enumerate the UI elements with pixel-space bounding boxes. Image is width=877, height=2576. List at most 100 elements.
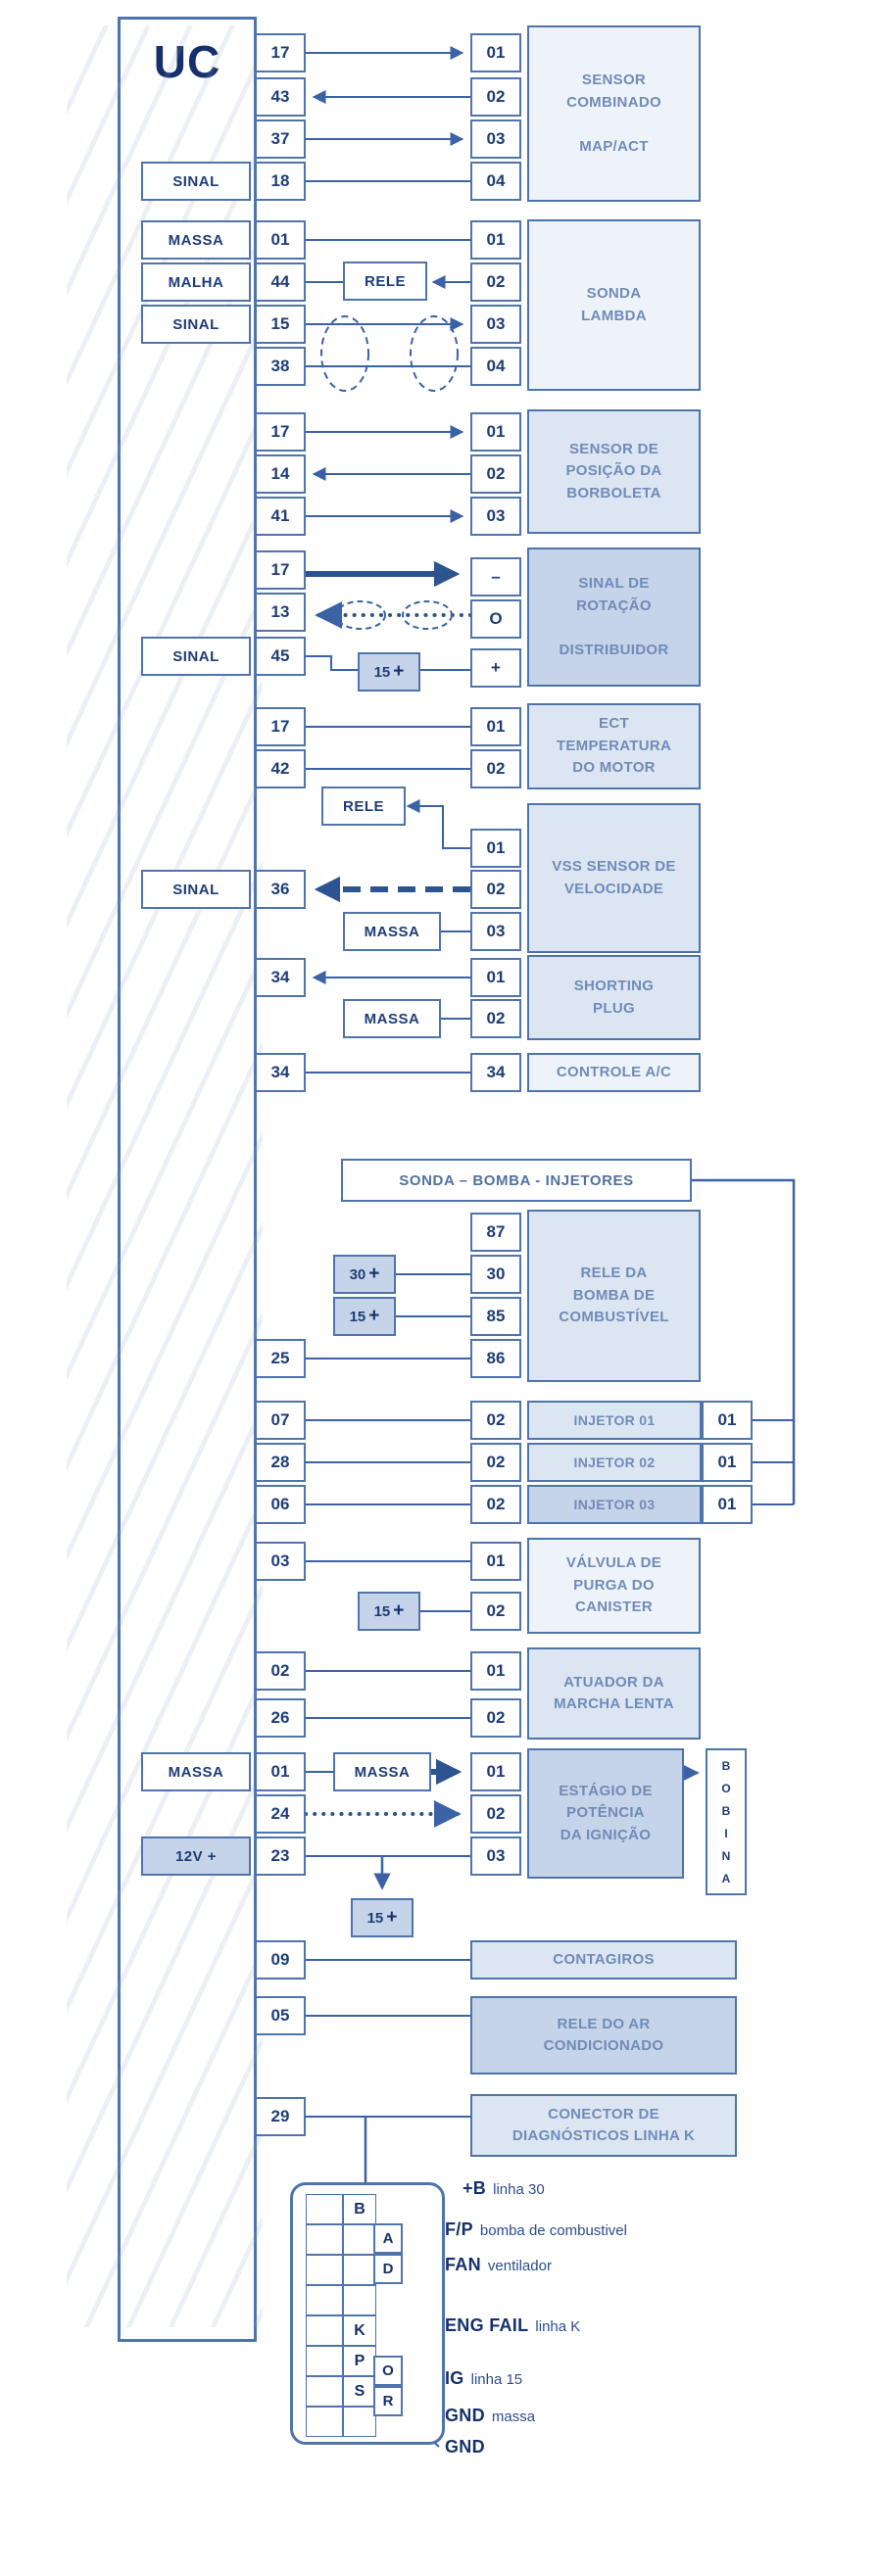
component-pin: 03: [470, 305, 521, 344]
uc-pin: 18: [255, 162, 306, 201]
component-pin: 01: [470, 33, 521, 72]
component-injetor-1: INJETOR 01: [527, 1401, 702, 1440]
component-pin: 02: [470, 454, 521, 494]
line15-box: 15+: [358, 652, 420, 692]
rele-box: RELE: [343, 262, 427, 301]
component-marcha-lenta: ATUADOR DA MARCHA LENTA: [527, 1647, 701, 1740]
connector-cell: [306, 2285, 343, 2315]
uc-pin: 15: [255, 305, 306, 344]
component-pin: 01: [470, 412, 521, 452]
bobina-letter: O: [721, 1781, 731, 1795]
component-sensor-combinado: SENSOR COMBINADO MAP/ACT: [527, 25, 701, 202]
line15-box: 15+: [351, 1898, 414, 1937]
component-pin: 02: [470, 262, 521, 302]
uc-pin: 01: [255, 1752, 306, 1791]
legend-key: ENG FAIL: [445, 2315, 529, 2335]
bobina-letter: A: [721, 1871, 731, 1885]
uc-pin: 38: [255, 347, 306, 386]
component-pin: 87: [470, 1213, 521, 1252]
component-pin-minus: –: [470, 557, 521, 596]
connector-cell-d: D: [373, 2254, 403, 2284]
component-pin: 01: [470, 829, 521, 868]
component-contagiros: CONTAGIROS: [470, 1940, 737, 1980]
connector-cell-k: K: [343, 2315, 376, 2346]
uc-pin: 45: [255, 637, 306, 676]
connector-cell-o: O: [373, 2356, 403, 2386]
connector-cell-p: P: [343, 2346, 376, 2376]
uc-pin: 03: [255, 1542, 306, 1581]
uc-pin: 36: [255, 870, 306, 909]
massa-label: MASSA: [141, 220, 251, 260]
component-pin: 86: [470, 1339, 521, 1378]
component-pin: 02: [470, 1443, 521, 1482]
uc-pin: 34: [255, 958, 306, 997]
line15-box: 15+: [333, 1297, 396, 1336]
bobina-letter: B: [721, 1803, 731, 1818]
component-pin: 04: [470, 162, 521, 201]
component-pin: 01: [470, 707, 521, 746]
injector-supply-pin: 01: [702, 1485, 753, 1524]
component-sonda-lambda: SONDA LAMBDA: [527, 219, 701, 391]
component-pin: 01: [470, 1651, 521, 1691]
uc-pin: 25: [255, 1339, 306, 1378]
connector-cell: [306, 2315, 343, 2346]
component-shorting-plug: SHORTING PLUG: [527, 955, 701, 1040]
component-pin: 02: [470, 870, 521, 909]
component-rele-ar: RELE DO AR CONDICIONADO: [470, 1996, 737, 2075]
component-pin: 34: [470, 1053, 521, 1092]
legend-gnd: GND: [445, 2437, 492, 2457]
massa-box: MASSA: [343, 999, 441, 1038]
connector-cell: [306, 2376, 343, 2407]
connector-cell-r: R: [373, 2386, 403, 2416]
uc-pin: 41: [255, 497, 306, 536]
component-injetor-3: INJETOR 03: [527, 1485, 702, 1524]
connector-cell: [343, 2255, 376, 2285]
component-rele-bomba: RELE DA BOMBA DE COMBUSTÍVEL: [527, 1210, 701, 1382]
legend-key: F/P: [445, 2219, 473, 2239]
header-sonda-bomba-injetores: SONDA – BOMBA - INJETORES: [341, 1159, 692, 1202]
component-distribuidor: SINAL DE ROTAÇÃO DISTRIBUIDOR: [527, 548, 701, 687]
diagnostic-connector-outline: [290, 2182, 445, 2445]
line15-num: 15: [366, 1909, 384, 1927]
signal-label: SINAL: [141, 637, 251, 676]
12v-label: 12V +: [141, 1837, 251, 1876]
plus-sign: +: [368, 1306, 380, 1326]
uc-pin: 23: [255, 1837, 306, 1876]
signal-label: SINAL: [141, 305, 251, 344]
component-pin: 02: [470, 1485, 521, 1524]
component-canister: VÁLVULA DE PURGA DO CANISTER: [527, 1538, 701, 1634]
component-pin: 02: [470, 999, 521, 1038]
legend-key: FAN: [445, 2255, 481, 2274]
uc-pin: 17: [255, 550, 306, 590]
uc-pin: 24: [255, 1794, 306, 1834]
component-pin: 02: [470, 77, 521, 117]
uc-pin: 28: [255, 1443, 306, 1482]
uc-pin: 17: [255, 33, 306, 72]
plus-sign: +: [368, 1264, 380, 1284]
bobina-box: B O B I N A: [706, 1748, 747, 1895]
signal-label: SINAL: [141, 870, 251, 909]
uc-pin: 34: [255, 1053, 306, 1092]
uc-pin: 06: [255, 1485, 306, 1524]
diagnostic-connector-grid: B K P S: [306, 2194, 376, 2437]
component-pin: 02: [470, 1794, 521, 1834]
uc-pin: 09: [255, 1940, 306, 1980]
component-pin: 02: [470, 1592, 521, 1631]
bobina-letter: I: [724, 1826, 728, 1840]
component-pin: 02: [470, 749, 521, 788]
line15-num: 15: [373, 1602, 391, 1620]
line30-box: 30+: [333, 1255, 396, 1294]
massa-box: MASSA: [343, 912, 441, 951]
connector-cell: [306, 2194, 343, 2224]
uc-pin: 44: [255, 262, 306, 302]
component-pin: 85: [470, 1297, 521, 1336]
malha-label: MALHA: [141, 262, 251, 302]
injector-supply-pin: 01: [702, 1401, 753, 1440]
uc-pin: 02: [255, 1651, 306, 1691]
